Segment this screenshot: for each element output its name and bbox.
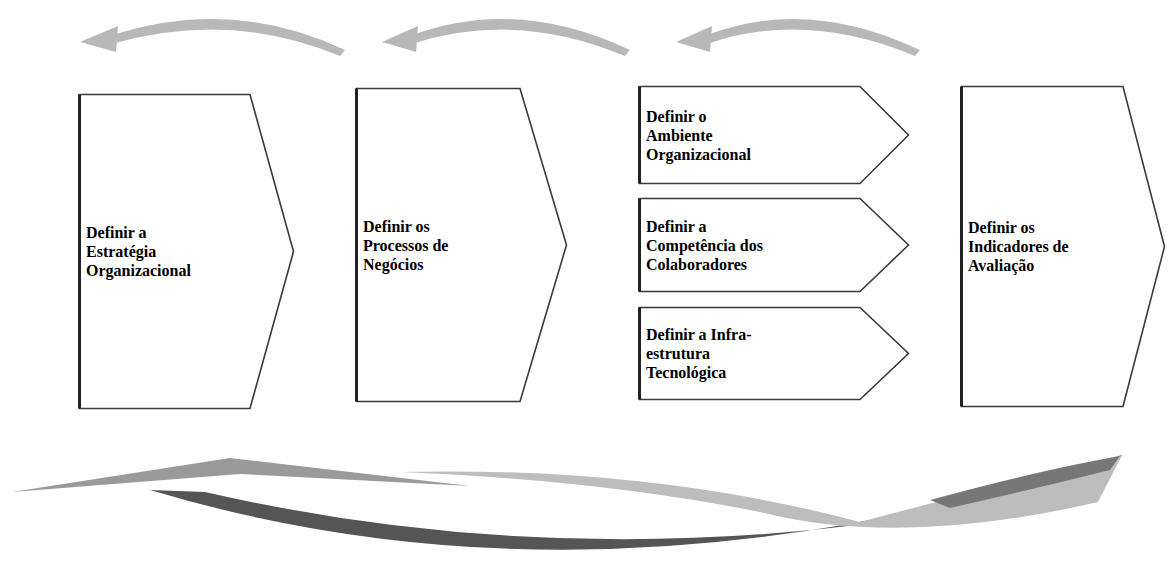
box-label: Definir os Indicadores de Avaliação <box>968 218 1086 275</box>
chevron-shape <box>80 95 294 409</box>
box-shadow-edge <box>638 199 641 292</box>
chevron-shape <box>640 87 909 184</box>
bottom-swoosh <box>12 455 1122 550</box>
box-shadow-edge <box>960 87 963 407</box>
box-label: Definir a Estratégia Organizacional <box>86 223 208 280</box>
chevron-shape <box>640 308 909 400</box>
feedback-arrow <box>80 19 920 56</box>
chevron-box: Definir os Indicadores de Avaliação <box>960 85 1166 408</box>
box-label: Definir o Ambiente Organizacional <box>646 107 764 164</box>
chevron-box: Definir a Estratégia Organizacional <box>78 93 295 410</box>
chevron-box: Definir a Competência dos Colaboradores <box>638 197 910 293</box>
box-shadow-edge <box>638 87 641 184</box>
chevron-shape <box>357 89 567 402</box>
chevron-box: Definir o Ambiente Organizacional <box>638 85 910 185</box>
box-label: Definir a Infra-estrutura Tecnológica <box>646 325 764 382</box>
box-label: Definir os Processos de Negócios <box>363 217 475 274</box>
chevron-shape <box>640 199 909 292</box>
box-shadow-edge <box>78 95 81 409</box>
box-shadow-edge <box>638 308 641 400</box>
box-label: Definir a Competência dos Colaboradores <box>646 217 784 274</box>
chevron-box: Definir a Infra-estrutura Tecnológica <box>638 306 910 401</box>
chevron-shape <box>962 87 1165 407</box>
chevron-box: Definir os Processos de Negócios <box>355 87 568 403</box>
box-shadow-edge <box>355 89 358 402</box>
